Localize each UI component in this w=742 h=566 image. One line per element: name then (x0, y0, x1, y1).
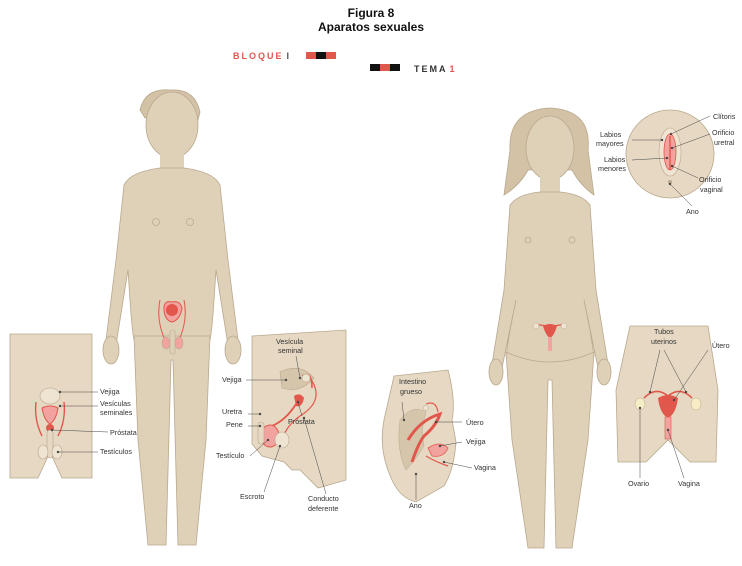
label-female-utero: Útero (466, 418, 484, 427)
label-orificio-uretral-2: uretral (714, 138, 735, 147)
male-front-panel (10, 334, 108, 478)
label-male-testiculos: Testículos (100, 447, 132, 456)
label-female-vejiga: Vejiga (466, 437, 486, 446)
label-male-conducto-1: Conducto (308, 494, 339, 503)
label-orificio-uretral-1: Orificio (712, 128, 734, 137)
label-labios-menores-2: menores (598, 164, 626, 173)
label-male-vesiculas-1: Vesículas (100, 399, 131, 408)
label-clitoris: Clítoris (713, 112, 736, 121)
label-female-ano: Ano (409, 501, 422, 510)
label-male-vejiga: Vejiga (100, 387, 120, 396)
label-female-intestino-1: Intestino (399, 377, 426, 386)
label-tubos-2: uterinos (651, 337, 677, 346)
label-tubos-1: Tubos (654, 327, 674, 336)
label-orificio-vaginal-1: Orificio (699, 175, 721, 184)
label-male-side-prostata: Próstata (288, 417, 315, 426)
female-front-panel (616, 326, 718, 478)
label-orificio-vaginal-2: vaginal (700, 185, 723, 194)
label-vulva-ano: Ano (686, 207, 699, 216)
label-male-escroto: Escroto (240, 492, 264, 501)
label-labios-mayores-2: mayores (596, 139, 624, 148)
label-female-vagina: Vagina (474, 463, 496, 472)
label-male-conducto-2: deferente (308, 504, 338, 513)
label-male-pene: Pene (226, 420, 243, 429)
label-front-vagina: Vagina (678, 479, 700, 488)
label-male-vesicula-1: Vesícula (276, 337, 303, 346)
label-front-utero: Útero (712, 341, 730, 350)
label-male-testiculo: Testículo (216, 451, 244, 460)
label-male-side-vejiga: Vejiga (222, 375, 242, 384)
label-female-intestino-2: grueso (400, 387, 422, 396)
label-male-prostata: Próstata (110, 428, 137, 437)
label-male-uretra: Uretra (222, 407, 242, 416)
label-labios-mayores-1: Labios (600, 130, 622, 139)
label-ovario: Ovario (628, 479, 649, 488)
label-labios-menores-1: Labios (604, 155, 626, 164)
label-male-vesicula-2: seminal (278, 346, 303, 355)
label-male-vesiculas-2: seminales (100, 408, 133, 417)
female-side-panel (382, 370, 472, 502)
